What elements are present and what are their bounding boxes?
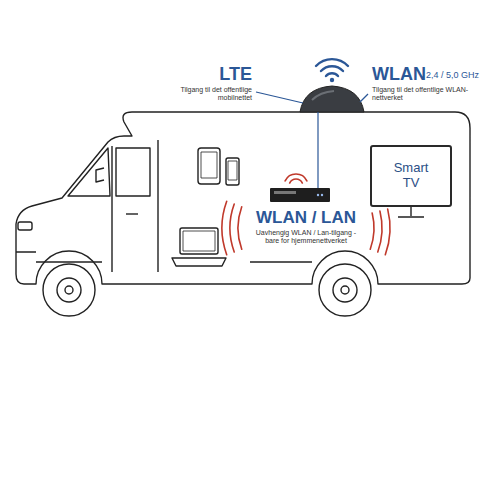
tablet-screen: [201, 152, 217, 178]
wifi-wave: [378, 211, 382, 252]
router-panel: [274, 191, 296, 194]
wifi-arc: [316, 59, 348, 66]
wifi-wave: [290, 179, 303, 183]
mirror: [96, 168, 104, 182]
door-lines: [16, 140, 312, 272]
wifi-wave: [285, 174, 307, 181]
router: [270, 188, 330, 202]
front-wheel: [43, 264, 95, 316]
network-note: Uavhengig WLAN / Lan-tilgang - bare for …: [250, 229, 362, 245]
wifi-arc: [321, 66, 343, 71]
network-title: LTE: [150, 64, 252, 85]
wifi-wave: [385, 209, 390, 255]
antenna-highlight: [312, 91, 334, 100]
tablet: [198, 148, 220, 184]
network-note: Tilgang til det offentlige mobilnettet: [160, 86, 252, 102]
cab-window: [116, 148, 150, 196]
router-led: [321, 194, 323, 196]
windshield: [68, 148, 110, 196]
rear-hub: [333, 278, 357, 302]
phone: [226, 158, 239, 185]
wifi-waves: [222, 174, 390, 255]
headlight: [18, 222, 32, 230]
laptop-display: [183, 231, 215, 251]
wifi-wave: [238, 207, 242, 249]
wifi-dot: [330, 78, 334, 82]
rear-hub-center: [341, 286, 349, 294]
network-title: WLAN / LAN: [248, 208, 364, 228]
wifi-wave: [230, 204, 234, 252]
network-note: Tilgang til det offentlige WLAN-nettverk…: [372, 86, 472, 102]
antenna-cable: [317, 112, 318, 188]
screen-label: Smart TV: [385, 161, 437, 191]
wifi-wave: [222, 201, 227, 254]
rear-wheel: [319, 264, 371, 316]
handle: [126, 213, 138, 214]
wlan-leader: [360, 94, 368, 102]
wifi-wave: [370, 213, 374, 249]
wifi-arc: [326, 73, 338, 76]
tv-screen: Smart TV: [370, 145, 452, 207]
laptop-base: [172, 258, 226, 266]
frequency-label: 2,4 / 5,0 GHz: [426, 70, 480, 80]
laptop-screen: [180, 228, 218, 254]
phone-screen: [228, 161, 237, 180]
front-hub: [57, 278, 81, 302]
roof-antenna: [300, 86, 364, 112]
tv-stand: [398, 207, 424, 217]
front-hub-center: [65, 286, 73, 294]
lte-leader: [256, 92, 303, 103]
router-led: [317, 194, 319, 196]
van-body: [16, 112, 470, 284]
network-title: WLAN: [372, 64, 428, 85]
